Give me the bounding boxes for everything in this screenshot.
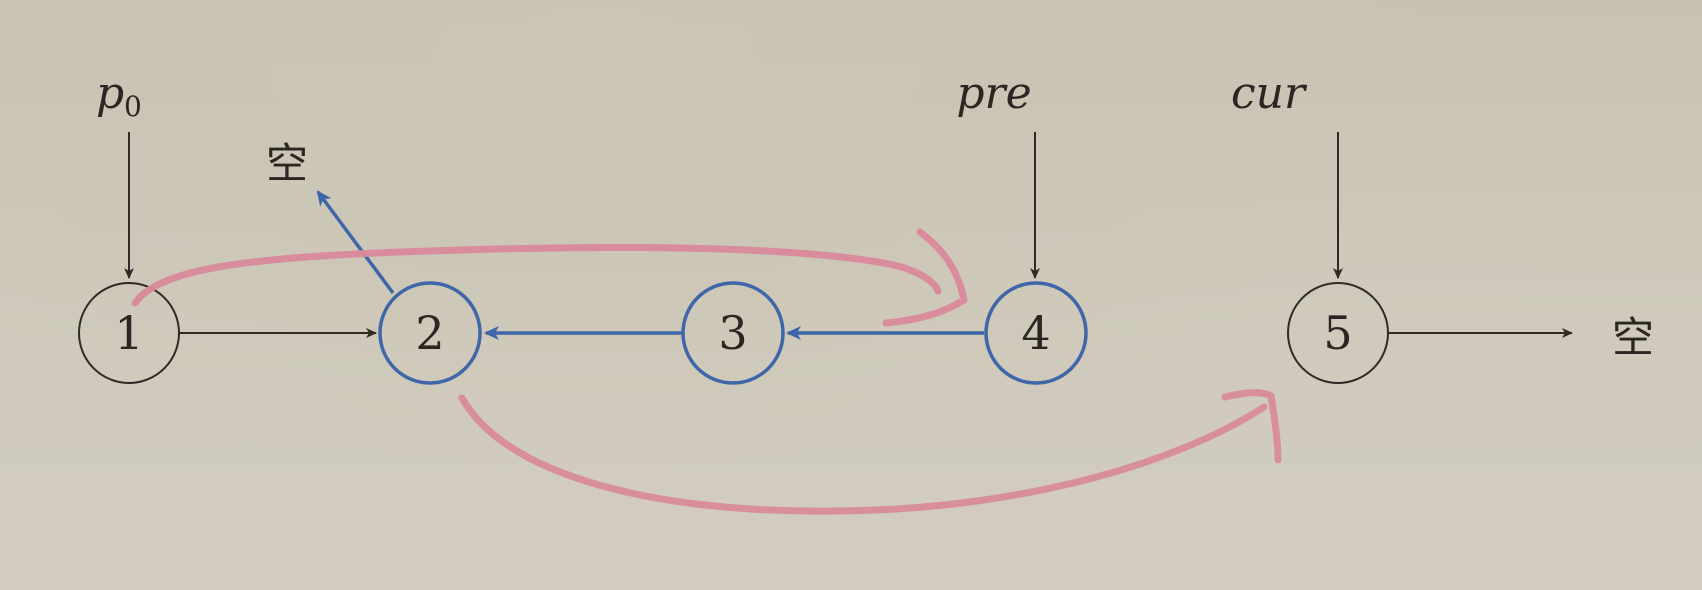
null-label-right: 空 <box>1612 313 1654 362</box>
node-3-label: 3 <box>718 306 747 360</box>
node-4: 4 <box>984 281 1088 385</box>
pointer-pre-label: pre <box>956 68 1031 119</box>
node-5-circle <box>1287 282 1389 384</box>
null-label-upper-left: 空 <box>266 139 308 188</box>
node-3: 3 <box>681 281 785 385</box>
pointer-p0-subscript: 0 <box>124 90 142 123</box>
node-2-circle <box>378 281 482 385</box>
node-2: 2 <box>378 281 482 385</box>
node-4-circle <box>984 281 1088 385</box>
pointer-cur-label: cur <box>1231 68 1308 119</box>
node-1: 1 <box>78 282 180 384</box>
node-4-label: 4 <box>1021 306 1050 360</box>
pointer-p0-label: p 0 <box>96 68 142 123</box>
node-1-circle <box>78 282 180 384</box>
pink-annotation-top-hook <box>882 228 968 327</box>
node-3-circle <box>681 281 785 385</box>
node-5-label: 5 <box>1323 306 1352 360</box>
pink-annotation-bottom-curve <box>458 394 1268 515</box>
node-5: 5 <box>1287 282 1389 384</box>
pointer-p0-main: p <box>96 68 124 119</box>
node-2-label: 2 <box>415 306 444 360</box>
pink-annotation-top-curve <box>131 243 942 307</box>
edge-2-to-null <box>316 190 395 295</box>
pink-annotation-bottom-hook <box>1221 389 1282 464</box>
node-1-label: 1 <box>114 306 143 360</box>
